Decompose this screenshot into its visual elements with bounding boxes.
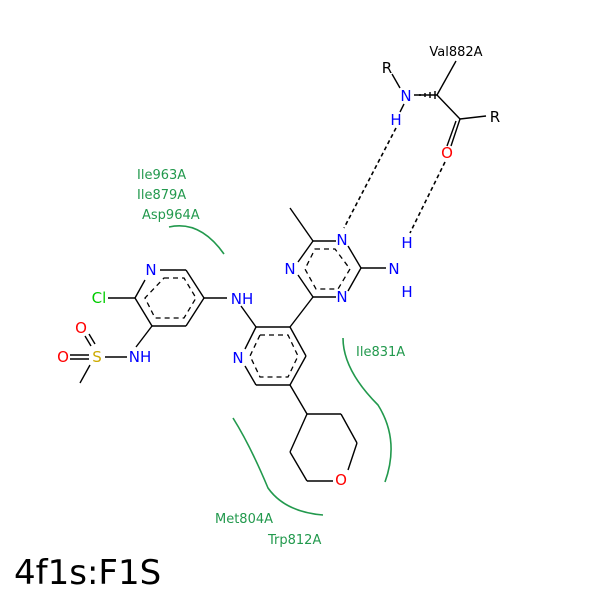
triazine-n-top: N: [336, 231, 347, 249]
aromatic-dashes: [144, 248, 351, 378]
structure-caption: 4f1s:F1S: [14, 553, 161, 593]
atom-labels: R N H R O N N N N H H N Cl NH N O O S NH…: [57, 59, 500, 489]
triazine-n-bottom: N: [336, 288, 347, 306]
pyridine1-n: N: [145, 261, 156, 279]
thp-o: O: [335, 471, 347, 489]
residue-ile963: Ile963A: [137, 168, 186, 183]
contact-arcs: [168, 225, 392, 516]
hbond-o-to-amine-h: [409, 161, 446, 234]
pyridine2-n: N: [232, 349, 243, 367]
residue-ile879: Ile879A: [137, 188, 186, 203]
amine-h-top: H: [401, 234, 412, 252]
sulfonyl-o-top: O: [75, 319, 87, 337]
r-group-top: R: [382, 59, 392, 77]
val-o: O: [441, 144, 453, 162]
residue-ile831: Ile831A: [356, 345, 405, 360]
val-h: H: [390, 111, 401, 129]
residue-labels: Val882A Ile963A Ile879A Asp964A Ile831A …: [137, 45, 483, 548]
sulfonyl-o-left: O: [57, 348, 69, 366]
arc-ile831: [342, 337, 392, 483]
arc-ile963-ile879-asp964: [168, 225, 225, 255]
chlorine: Cl: [92, 289, 107, 307]
residue-asp964: Asp964A: [142, 208, 200, 223]
residue-val882: Val882A: [429, 45, 482, 60]
sulfonamide-nh: NH: [129, 348, 152, 366]
bonds: [70, 60, 487, 482]
amine-h-bottom: H: [401, 283, 412, 301]
residue-met804: Met804A: [215, 512, 273, 527]
sulfur: S: [92, 348, 102, 366]
stereo-wedge: [419, 91, 436, 99]
amine-n: N: [388, 260, 399, 278]
hydrogen-bonds: [343, 127, 446, 234]
r-group-right: R: [490, 108, 500, 126]
val-n: N: [400, 87, 411, 105]
hbond-nh-to-triazine-n: [343, 127, 397, 229]
arc-met804-trp812: [232, 417, 324, 516]
linker-nh: NH: [231, 290, 254, 308]
triazine-n-left: N: [284, 260, 295, 278]
residue-trp812: Trp812A: [267, 533, 321, 548]
